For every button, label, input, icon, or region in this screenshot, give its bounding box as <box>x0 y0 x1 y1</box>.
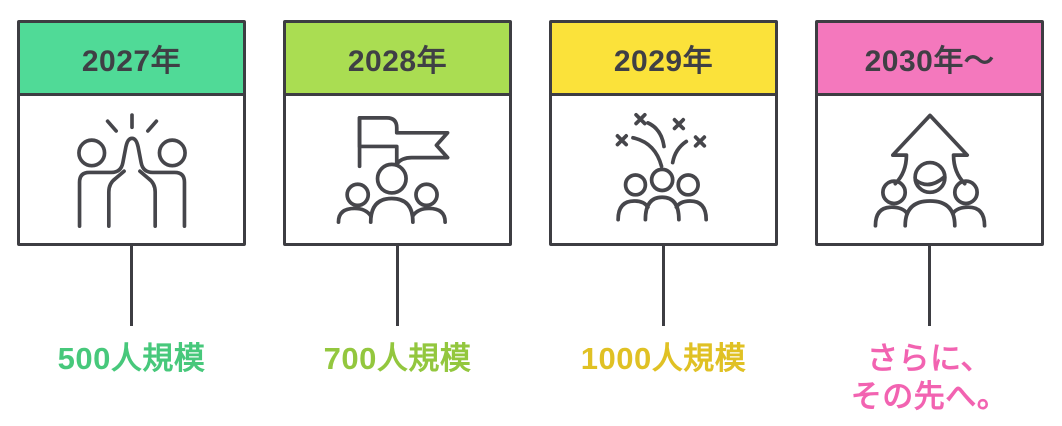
year-card-body <box>818 96 1041 243</box>
year-card-header: 2027年 <box>20 23 243 96</box>
connector-line <box>396 246 399 326</box>
timeline-column-2028: 2028年 700人規模 <box>283 20 512 416</box>
year-card: 2027年 <box>17 20 246 246</box>
year-card-header: 2030年〜 <box>818 23 1041 96</box>
timeline-column-2030: 2030年〜 さらに、 <box>815 20 1044 416</box>
scale-label: 1000人規模 <box>581 340 746 378</box>
timeline-row: 2027年 500人規模 <box>17 20 1044 416</box>
year-label: 2028年 <box>347 45 448 78</box>
scale-label: さらに、 その先へ。 <box>851 340 1009 416</box>
year-card-header: 2029年 <box>552 23 775 96</box>
scale-label-line: その先へ。 <box>850 378 1009 414</box>
year-label: 2027年 <box>81 45 182 78</box>
timeline-column-2027: 2027年 500人規模 <box>17 20 246 416</box>
scale-label: 700人規模 <box>324 340 472 378</box>
connector-line <box>928 246 931 326</box>
year-card-body <box>20 96 243 243</box>
team-flag-icon <box>336 115 449 224</box>
scale-label-line: 700人規模 <box>323 341 472 376</box>
scale-label-line: 500人規模 <box>57 341 206 376</box>
connector-line <box>130 246 133 326</box>
connector-line <box>662 246 665 326</box>
scale-label-line: 1000人規模 <box>580 341 747 376</box>
year-label: 2029年 <box>613 45 714 78</box>
high-five-icon <box>76 112 187 228</box>
year-card-body <box>286 96 509 243</box>
scale-label-line: さらに、 <box>866 341 993 376</box>
year-card-body <box>552 96 775 243</box>
year-label: 2030年〜 <box>864 45 995 78</box>
scale-label: 500人規模 <box>58 340 206 378</box>
year-card: 2030年〜 <box>815 20 1044 246</box>
timeline-column-2029: 2029年 <box>549 20 778 416</box>
celebration-icon <box>615 112 708 221</box>
year-card: 2029年 <box>549 20 778 246</box>
growth-arrow-icon <box>873 113 986 228</box>
year-card: 2028年 <box>283 20 512 246</box>
year-card-header: 2028年 <box>286 23 509 96</box>
